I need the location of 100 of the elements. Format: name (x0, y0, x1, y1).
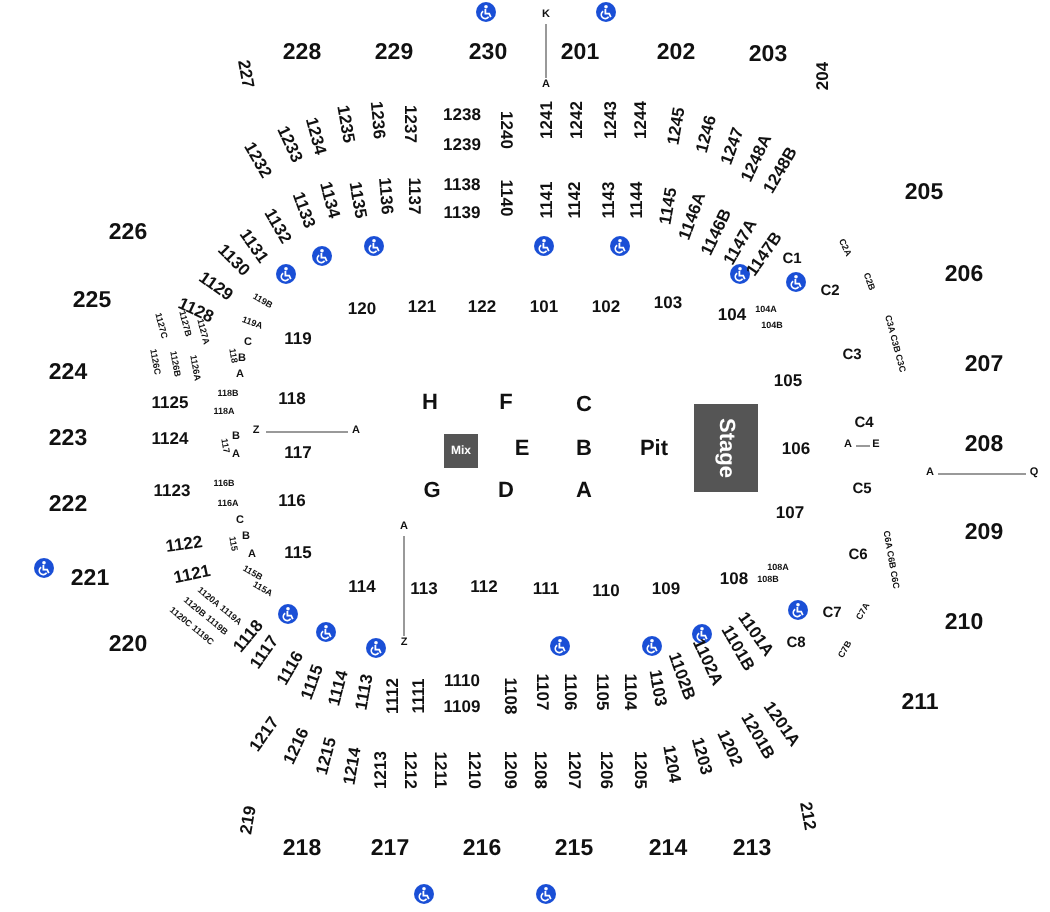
mix-position-block (444, 434, 478, 468)
section-number: 222 (48, 494, 88, 518)
section-number: 1234 (302, 115, 330, 157)
floor-section-label: A (576, 481, 592, 503)
section-number: 1210 (465, 751, 483, 789)
section-number: 1236 (367, 100, 389, 140)
section-number: 1105 (593, 673, 611, 711)
section-number: 1209 (501, 751, 519, 789)
section-number: 1136 (375, 176, 397, 216)
section-number: 1114 (325, 668, 351, 708)
section-number: 226 (108, 222, 148, 246)
section-number: 1111 (409, 678, 427, 714)
section-number: 1211 (431, 751, 449, 789)
stage-block (694, 404, 758, 492)
section-number: 1237 (401, 105, 419, 143)
section-number: 210 (944, 612, 984, 636)
section-number: 1124 (151, 429, 189, 447)
section-number: 208 (964, 434, 1004, 458)
section-number: 1115 (297, 662, 327, 702)
floor-section-label: H (422, 393, 438, 415)
section-number: 121 (407, 297, 437, 315)
section-number: 216 (462, 838, 502, 862)
section-number: 1107 (533, 673, 551, 711)
section-number: 1243 (601, 101, 619, 139)
section-number: 1103 (646, 668, 670, 708)
section-number: 202 (656, 42, 696, 66)
section-number: 1205 (631, 751, 649, 789)
section-number: 217 (370, 838, 410, 862)
section-number: 1215 (312, 735, 340, 777)
section-number: 1245 (664, 105, 688, 147)
section-number: 1104 (621, 673, 639, 711)
section-number: 1113 (352, 672, 376, 712)
section-number: 1133 (289, 189, 319, 231)
section-number: 116 (278, 491, 306, 509)
section-number: 106 (781, 439, 811, 457)
floor-section-label: E (514, 439, 530, 461)
section-number: 1202 (714, 727, 746, 769)
section-number: 230 (468, 42, 508, 66)
section-number: 1112 (383, 678, 401, 714)
section-number: 111 (532, 579, 560, 597)
section-number: 220 (108, 634, 148, 658)
section-number: 1206 (597, 751, 615, 789)
section-number: 107 (775, 503, 805, 521)
section-number: 1238 (443, 105, 481, 123)
section-number: 110 (592, 581, 620, 599)
section-number: 102 (591, 297, 621, 315)
section-number: 1241 (537, 101, 555, 139)
section-number: 1207 (565, 751, 583, 789)
section-number: 1138 (443, 175, 481, 193)
section-number: 105 (773, 371, 803, 389)
section-number: 113 (410, 579, 438, 597)
section-number: 112 (470, 577, 498, 595)
section-number: 1203 (688, 735, 716, 777)
section-number: 213 (732, 838, 772, 862)
floor-section-label: C (576, 395, 592, 417)
section-number: 1102B (665, 650, 699, 702)
section-number: 1242 (567, 101, 585, 139)
floor-section-label: Pit (639, 439, 669, 461)
section-number: 108 (719, 569, 749, 587)
section-number: 1208 (531, 751, 549, 789)
section-number: 117 (284, 443, 312, 461)
section-number: 103 (653, 293, 683, 311)
section-number: 204 (813, 61, 831, 91)
section-number: 203 (748, 44, 788, 68)
section-number: 219 (237, 804, 259, 836)
section-number: 1239 (443, 135, 481, 153)
section-number: 1122 (164, 533, 204, 555)
section-number: 1135 (346, 180, 370, 220)
section-number: 206 (944, 264, 984, 288)
section-number: 1143 (599, 181, 617, 219)
floor-section-label: G (423, 481, 441, 503)
section-number: 1144 (627, 181, 645, 219)
section-number: 1125 (151, 393, 189, 411)
section-number: 1110 (444, 671, 480, 689)
section-number: 115 (284, 543, 312, 561)
section-number: 109 (651, 579, 681, 597)
section-number: 104 (717, 305, 747, 323)
section-number: 1140 (497, 179, 515, 217)
section-number: 119 (284, 329, 312, 347)
section-number: 1106 (561, 673, 579, 711)
section-number: 229 (374, 42, 414, 66)
section-number: 114 (348, 577, 376, 595)
section-number: 1142 (565, 181, 583, 219)
section-number: 1240 (497, 111, 515, 149)
section-number: 1129 (196, 268, 236, 304)
section-number: 207 (964, 354, 1004, 378)
section-number: 228 (282, 42, 322, 66)
section-number: 1141 (537, 181, 555, 219)
section-number: 120 (347, 299, 377, 317)
section-number: 1123 (153, 481, 191, 499)
section-number: 101 (529, 297, 559, 315)
section-number: 1216 (280, 725, 312, 767)
section-number: 1247 (717, 125, 747, 167)
section-number: 1213 (371, 751, 389, 789)
section-number: 1108 (501, 677, 519, 715)
floor-section-label: D (498, 481, 514, 503)
section-number: 1235 (334, 103, 358, 145)
floor-section-label: F (499, 393, 513, 415)
section-number: 212 (797, 800, 819, 832)
section-number: 1134 (317, 180, 343, 220)
